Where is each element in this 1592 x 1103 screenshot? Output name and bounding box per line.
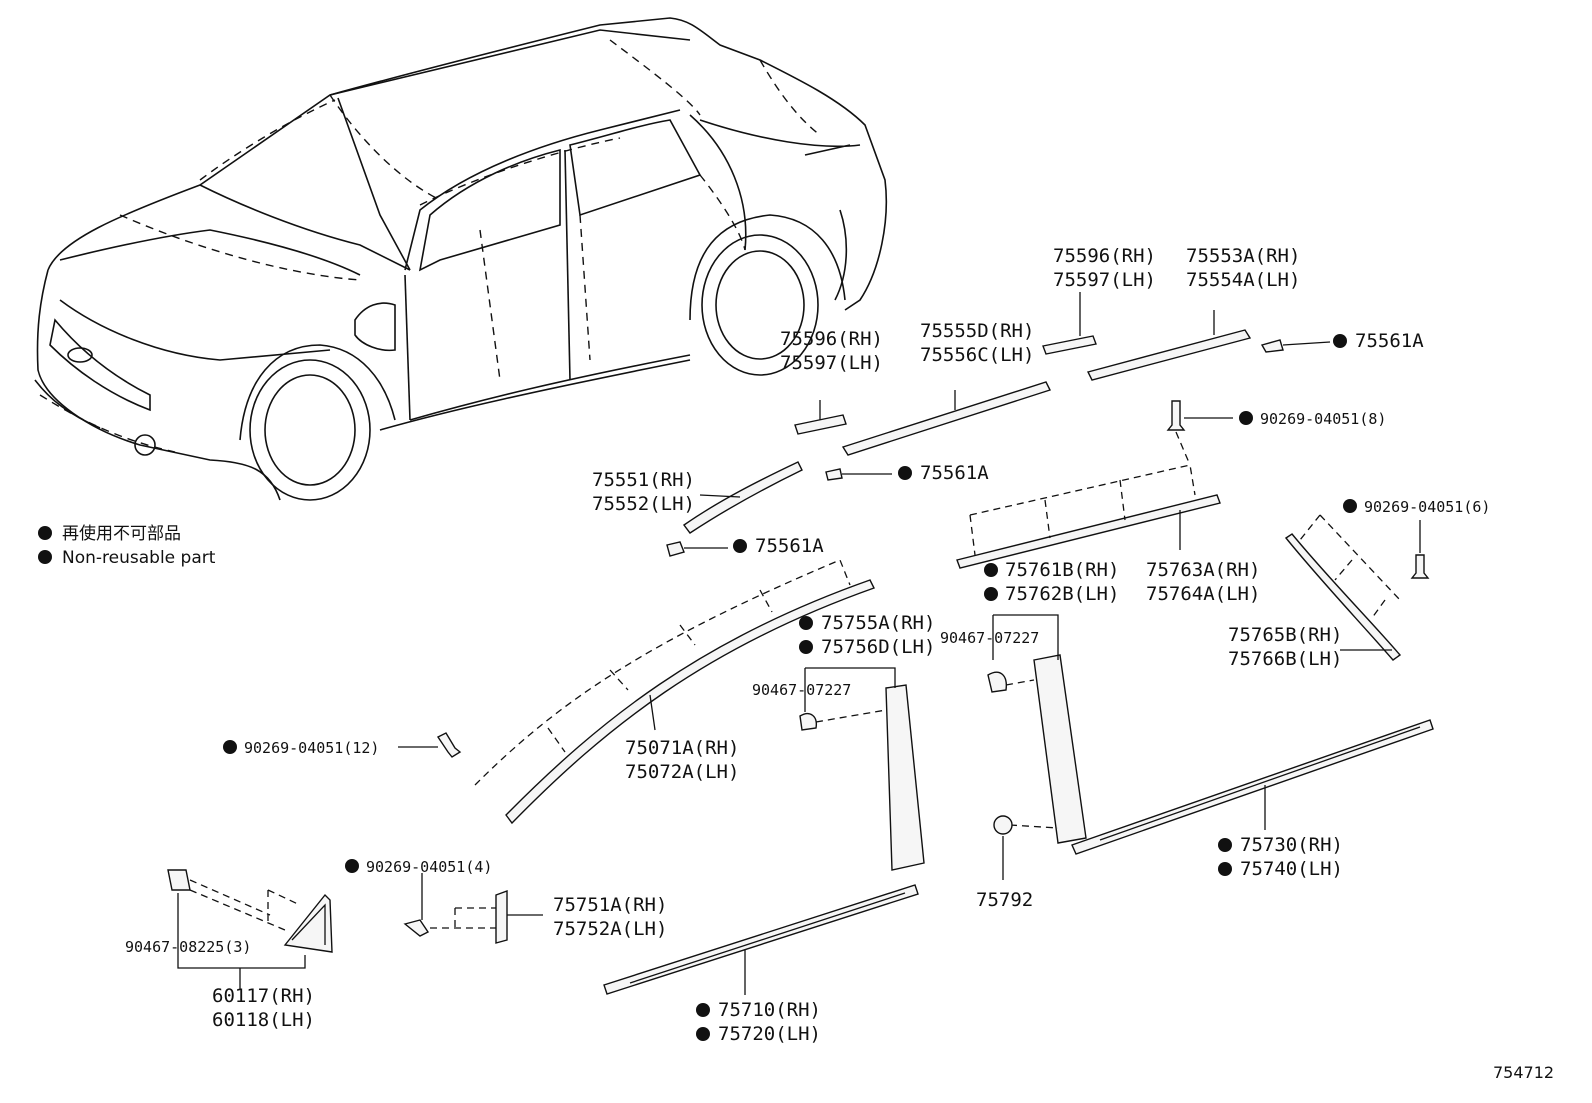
legend-bullet-icon bbox=[38, 550, 52, 564]
legend-text-en: Non-reusable part bbox=[62, 548, 216, 568]
part-number-label: 90269-04051(8) bbox=[1260, 410, 1386, 428]
non-reusable-bullet-icon bbox=[696, 1003, 710, 1017]
non-reusable-bullet-icon bbox=[984, 563, 998, 577]
part-number-label: 75561A bbox=[1355, 330, 1424, 352]
part-number-label: 90467-07227 bbox=[940, 629, 1039, 647]
part-number-label: 75766B(LH) bbox=[1228, 648, 1342, 670]
part-number-label: 75740(LH) bbox=[1240, 858, 1343, 880]
callout-75755a: 75755A(RH) 75756D(LH) bbox=[799, 612, 935, 658]
non-reusable-bullet-icon bbox=[1333, 334, 1347, 348]
part-number-label: 90467-08225(3) bbox=[125, 938, 251, 956]
callout-90269-8: 90269-04051(8) bbox=[1239, 410, 1386, 428]
callout-75761b: 75761B(RH) 75762B(LH) bbox=[984, 559, 1119, 605]
non-reusable-bullet-icon bbox=[1218, 862, 1232, 876]
non-reusable-bullet-icon bbox=[984, 587, 998, 601]
part-number-label: 75072A(LH) bbox=[625, 761, 739, 783]
part-number-label: 90269-04051(4) bbox=[366, 858, 492, 876]
callout-90269-6: 90269-04051(6) bbox=[1343, 498, 1490, 516]
vehicle-illustration bbox=[34, 17, 888, 501]
part-number-label: 60118(LH) bbox=[212, 1009, 315, 1031]
non-reusable-bullet-icon bbox=[799, 616, 813, 630]
callout-75710: 75710(RH) 75720(LH) bbox=[696, 999, 821, 1045]
non-reusable-bullet-icon bbox=[696, 1027, 710, 1041]
callout-75561a-middle: 75561A bbox=[898, 462, 989, 484]
callout-90269-4: 90269-04051(4) bbox=[345, 858, 492, 876]
part-number-label: 75556C(LH) bbox=[920, 344, 1034, 366]
callout-90467-08225: 90467-08225(3) bbox=[125, 938, 251, 956]
callout-75561a-right: 75561A bbox=[1333, 330, 1424, 352]
part-number-label: 75765B(RH) bbox=[1228, 624, 1342, 646]
non-reusable-bullet-icon bbox=[1343, 499, 1357, 513]
non-reusable-bullet-icon bbox=[223, 740, 237, 754]
part-number-label: 75596(RH) bbox=[1053, 245, 1156, 267]
callout-75071a: 75071A(RH) 75072A(LH) bbox=[625, 737, 739, 783]
part-number-label: 75561A bbox=[755, 535, 824, 557]
callout-90467-07227-left: 90467-07227 bbox=[752, 681, 851, 699]
part-number-label: 75755A(RH) bbox=[821, 612, 935, 634]
callout-75551: 75551(RH) 75552(LH) bbox=[592, 469, 695, 515]
legend-bullet-icon bbox=[38, 526, 52, 540]
part-number-label: 75710(RH) bbox=[718, 999, 821, 1021]
non-reusable-bullet-icon bbox=[799, 640, 813, 654]
callout-75555d: 75555D(RH) 75556C(LH) bbox=[920, 320, 1034, 366]
non-reusable-bullet-icon bbox=[345, 859, 359, 873]
callout-75763a: 75763A(RH) 75764A(LH) bbox=[1146, 559, 1260, 605]
callout-75561a-lower: 75561A bbox=[733, 535, 824, 557]
figure-id: 754712 bbox=[1493, 1063, 1554, 1082]
part-number-label: 75751A(RH) bbox=[553, 894, 667, 916]
part-number-label: 75761B(RH) bbox=[1005, 559, 1119, 581]
part-number-label: 75553A(RH) bbox=[1186, 245, 1300, 267]
legend-text-ja: 再使用不可部品 bbox=[62, 523, 181, 544]
callout-75596-upper: 75596(RH) 75597(LH) bbox=[1053, 245, 1156, 336]
callout-75792: 75792 bbox=[976, 889, 1033, 911]
non-reusable-bullet-icon bbox=[1218, 838, 1232, 852]
non-reusable-bullet-icon bbox=[733, 539, 747, 553]
callout-75751a: 75751A(RH) 75752A(LH) bbox=[553, 894, 667, 940]
non-reusable-bullet-icon bbox=[1239, 411, 1253, 425]
part-number-label: 75752A(LH) bbox=[553, 918, 667, 940]
part-number-label: 90269-04051(12) bbox=[244, 739, 379, 757]
callout-75596-lower: 75596(RH) 75597(LH) bbox=[780, 328, 883, 374]
part-number-label: 90467-07227 bbox=[752, 681, 851, 699]
part-number-label: 90269-04051(6) bbox=[1364, 498, 1490, 516]
part-number-label: 75596(RH) bbox=[780, 328, 883, 350]
part-number-label: 75756D(LH) bbox=[821, 636, 935, 658]
part-number-label: 75597(LH) bbox=[780, 352, 883, 374]
part-number-label: 75071A(RH) bbox=[625, 737, 739, 759]
part-number-label: 75554A(LH) bbox=[1186, 269, 1300, 291]
callout-75730: 75730(RH) 75740(LH) bbox=[1218, 834, 1343, 880]
part-number-label: 75720(LH) bbox=[718, 1023, 821, 1045]
part-number-label: 75762B(LH) bbox=[1005, 583, 1119, 605]
callout-75765b: 75765B(RH) 75766B(LH) bbox=[1228, 624, 1392, 670]
part-number-label: 75552(LH) bbox=[592, 493, 695, 515]
callout-90467-07227-right: 90467-07227 bbox=[940, 629, 1039, 647]
part-number-label: 75597(LH) bbox=[1053, 269, 1156, 291]
non-reusable-bullet-icon bbox=[898, 466, 912, 480]
part-number-label: 75792 bbox=[976, 889, 1033, 911]
callout-90269-12: 90269-04051(12) bbox=[223, 739, 379, 757]
callout-75553a: 75553A(RH) 75554A(LH) bbox=[1186, 245, 1300, 291]
part-number-label: 75730(RH) bbox=[1240, 834, 1343, 856]
part-number-label: 75561A bbox=[920, 462, 989, 484]
part-number-label: 75763A(RH) bbox=[1146, 559, 1260, 581]
callouts: 75596(RH) 75597(LH) 75553A(RH) 75554A(LH… bbox=[125, 245, 1490, 1045]
part-number-label: 75555D(RH) bbox=[920, 320, 1034, 342]
part-number-label: 60117(RH) bbox=[212, 985, 315, 1007]
part-number-label: 75764A(LH) bbox=[1146, 583, 1260, 605]
part-shapes bbox=[167, 310, 1434, 995]
part-number-label: 75551(RH) bbox=[592, 469, 695, 491]
legend: 再使用不可部品 Non-reusable part bbox=[38, 523, 216, 568]
callout-60117: 60117(RH) 60118(LH) bbox=[212, 985, 315, 1031]
